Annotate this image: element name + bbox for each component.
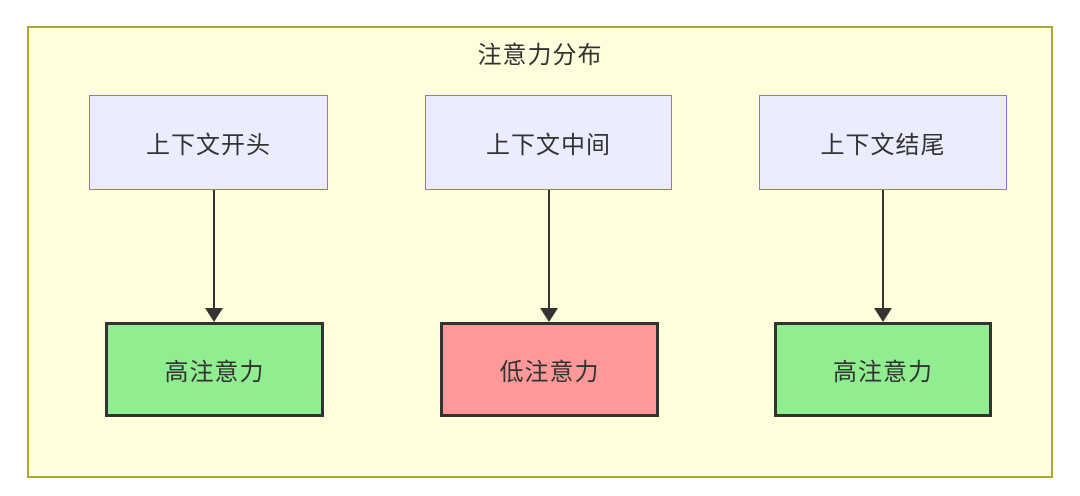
edge-line [213,190,215,311]
node-low-attention-label: 低注意力 [499,359,600,386]
edge-context-end-to-high [874,190,892,322]
edge-line [548,190,550,311]
node-high-attention-1-label: 高注意力 [164,359,265,386]
node-context-end: 上下文结尾 [759,95,1007,190]
arrowhead-icon [540,308,558,322]
node-context-start-label: 上下文开头 [146,132,271,159]
arrowhead-icon [205,308,223,322]
node-context-middle: 上下文中间 [425,95,672,190]
attention-distribution-container: 注意力分布 上下文开头 高注意力 上下文中间 低注意力 上下文结尾 [27,26,1053,478]
edge-context-start-to-high [205,190,223,322]
node-high-attention-1: 高注意力 [105,322,324,417]
node-high-attention-2-label: 高注意力 [833,359,933,386]
diagram-title: 注意力分布 [477,42,603,69]
node-context-start: 上下文开头 [89,95,328,190]
edge-context-middle-to-low [540,190,558,322]
edge-line [882,190,884,311]
node-low-attention: 低注意力 [440,322,659,417]
node-context-end-label: 上下文结尾 [820,132,946,159]
node-context-middle-label: 上下文中间 [486,132,611,159]
node-high-attention-2: 高注意力 [774,322,992,417]
arrowhead-icon [874,308,892,322]
